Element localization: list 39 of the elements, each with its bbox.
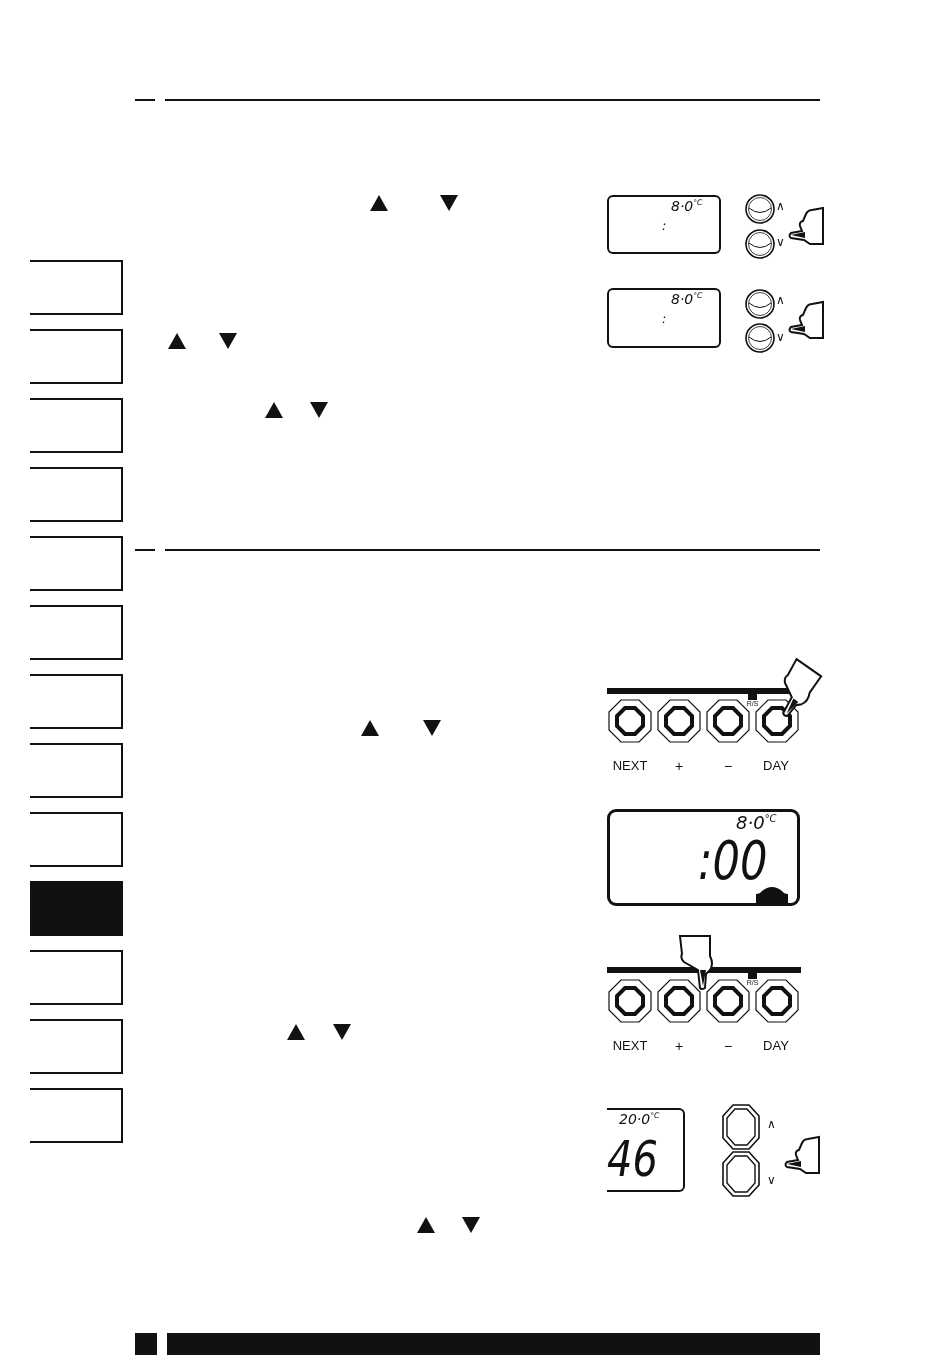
index-tab (30, 1019, 123, 1074)
key-label: + (674, 1039, 684, 1053)
key-label: + (674, 759, 684, 773)
key-label: NEXT (612, 1039, 648, 1052)
active-index-tab (30, 881, 123, 936)
index-tab (30, 329, 123, 384)
index-tab (30, 260, 123, 315)
time-reading: 46 (607, 1134, 658, 1184)
index-tab (30, 743, 123, 798)
key-label: NEXT (612, 759, 648, 772)
index-tab (30, 812, 123, 867)
time-reading: :00 (698, 834, 768, 888)
caret-label: ∨ (775, 236, 785, 248)
lcd-display (607, 1108, 685, 1192)
temperature-reading: 8·0$^{°C}$ (736, 814, 777, 832)
lcd-display (607, 195, 721, 254)
key-label: DAY (763, 1039, 789, 1052)
key-label: DAY (763, 759, 789, 772)
index-tab (30, 398, 123, 453)
lcd-display (607, 809, 800, 906)
time-reading: : (662, 312, 667, 325)
caret-label: ∧ (775, 200, 785, 212)
key-label: − (723, 759, 733, 773)
caret-label: ∧ (775, 294, 785, 306)
lcd-display (607, 288, 721, 348)
caret-label: ∨ (775, 331, 785, 343)
time-reading: : (662, 219, 667, 232)
temperature-reading: 8·0$^{°C}$ (671, 199, 703, 213)
index-tab (30, 536, 123, 591)
index-tab (30, 467, 123, 522)
caret-label: ∨ (766, 1174, 776, 1186)
index-tab (30, 674, 123, 729)
index-tab (30, 1088, 123, 1143)
temperature-reading: 8·0$^{°C}$ (671, 292, 703, 306)
caret-label: ∧ (766, 1118, 776, 1130)
temperature-reading: 20·0$^{°C}$ (619, 1112, 660, 1126)
index-tab (30, 950, 123, 1005)
index-tab (30, 605, 123, 660)
key-label: − (723, 1039, 733, 1053)
